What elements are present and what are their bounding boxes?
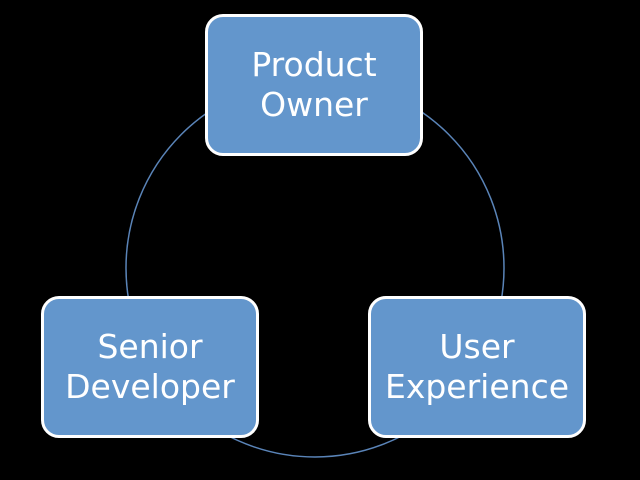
node-product-owner-line-1: Product [251, 45, 377, 84]
node-product-owner: Product Owner [205, 14, 423, 156]
node-senior-developer-label: Senior Developer [65, 327, 235, 407]
node-user-experience: User Experience [368, 296, 586, 438]
node-senior-developer-line-1: Senior [97, 327, 203, 366]
node-product-owner-line-2: Owner [260, 85, 368, 124]
node-senior-developer: Senior Developer [41, 296, 259, 438]
node-user-experience-label: User Experience [385, 327, 569, 407]
node-senior-developer-line-2: Developer [65, 367, 235, 406]
node-user-experience-line-2: Experience [384, 367, 570, 406]
node-user-experience-line-1: User [439, 327, 515, 366]
node-product-owner-label: Product Owner [251, 45, 376, 125]
